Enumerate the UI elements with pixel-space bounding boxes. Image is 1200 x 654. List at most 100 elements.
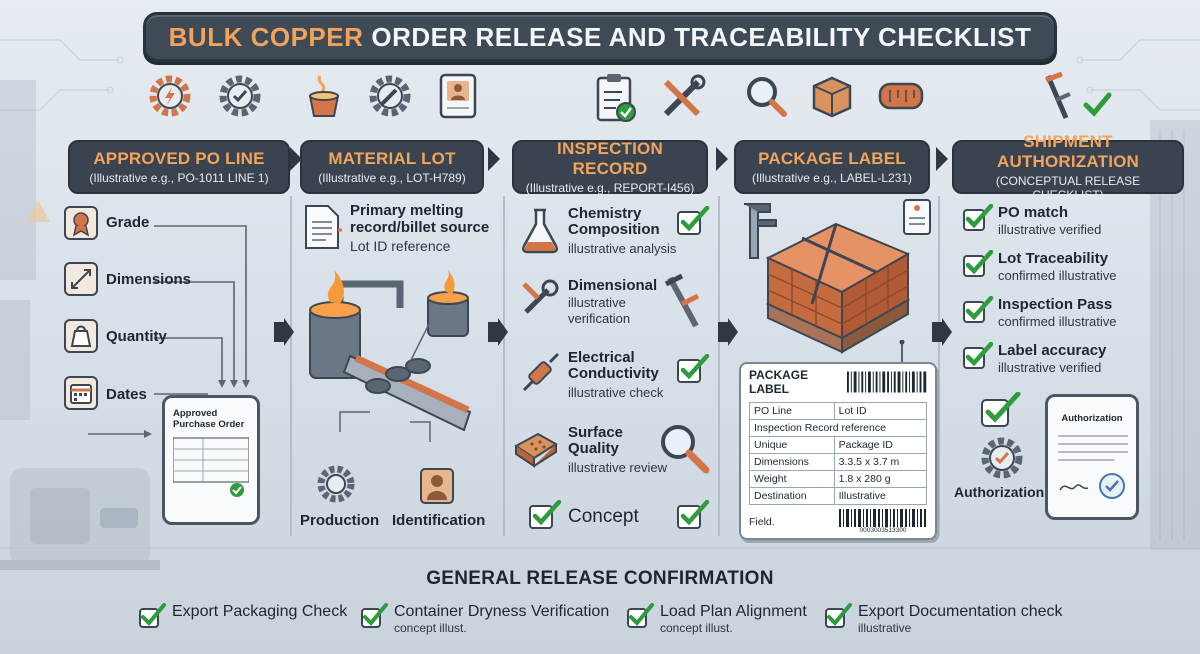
title-main: ORDER RELEASE AND TRACEABILITY CHECKLIST [371, 21, 1032, 52]
flow-arrow-icon [488, 318, 508, 346]
inspection-item-sub: illustrative verification [568, 295, 631, 326]
barcode-icon [839, 509, 926, 527]
dimensions-icon [64, 262, 98, 296]
label-row: Inspection Record reference [749, 419, 927, 437]
po-item-dates: Dates [106, 386, 147, 403]
checkbox-checked-icon [677, 354, 710, 383]
column-header-inspection-record: INSPECTION RECORD (Illustrative e.g., RE… [512, 139, 708, 195]
label-row: Unique Package ID [749, 436, 928, 454]
page-title: BULK COPPER ORDER RELEASE AND TRACEABILI… [143, 12, 1057, 62]
title-accent: BULK COPPER [168, 21, 364, 52]
header-title: MATERIAL LOT [328, 149, 456, 168]
flow-arrow-icon [274, 318, 294, 346]
calendar-icon [64, 376, 98, 410]
po-item-quantity: Quantity [106, 328, 167, 345]
caliper-icon [1045, 71, 1071, 119]
flow-arrow-icon [718, 318, 738, 346]
general-item: Export Packaging Check [138, 603, 347, 629]
package-label-card: PACKAGE LABEL PO Line Lot ID Inspection … [739, 362, 937, 540]
gear-icon [317, 465, 355, 503]
authorization-document: Authorization [1045, 394, 1139, 520]
label-row: Weight 1.8 x 280 g [749, 470, 928, 488]
header-title: INSPECTION RECORD [557, 139, 663, 178]
identification-person-icon [420, 468, 454, 504]
tape-measure-icon [878, 82, 924, 110]
general-item-sub: illustrative [858, 621, 912, 635]
checkbox-checked-icon [677, 206, 710, 235]
checkbox-checked-icon [963, 342, 994, 369]
flow-arrow-icon [488, 147, 500, 171]
shipment-item-title: Lot Traceability [998, 250, 1109, 267]
general-item-title: Load Plan Alignment [660, 603, 807, 620]
checkbox-checked-icon [963, 296, 994, 323]
header-subtitle: (Illustrative e.g., REPORT-I456) [525, 181, 695, 195]
shipment-item-title: Inspection Pass [998, 296, 1113, 313]
package-label-title: PACKAGE LABEL [749, 368, 809, 396]
shipment-item-title: Label accuracy [998, 342, 1107, 359]
header-subtitle: (Illustrative e.g., PO-1011 LINE 1) [89, 171, 269, 185]
tools-crossed-icon [663, 74, 706, 117]
tag-label-icon [903, 199, 931, 235]
barcode-icon [846, 371, 927, 393]
column-header-shipment-authorization: SHIPMENT AUTHORIZATION (CONCEPTUAL RELEA… [952, 132, 1184, 202]
inspection-item-title: Chemistry Composition [568, 205, 660, 238]
connector-lines [88, 225, 250, 438]
column-header-package-label: PACKAGE LABEL (Illustrative e.g., LABEL-… [734, 140, 930, 194]
general-item-sub: concept illust. [660, 621, 733, 635]
general-item: Load Plan Alignment concept illust. [626, 603, 807, 635]
ribbon-badge-icon [64, 206, 98, 240]
column-header-po-line: APPROVED PO LINE (Illustrative e.g., PO-… [68, 140, 290, 194]
caliper-icon [744, 203, 777, 259]
gear-bolt-icon [149, 75, 191, 117]
label-cell: Inspection Record reference [749, 419, 927, 437]
po-doc-title-line1: Approved [173, 408, 218, 419]
general-release-title: GENERAL RELEASE CONFIRMATION [426, 568, 774, 589]
column-divider [290, 196, 292, 536]
checkbox-checked-icon [627, 603, 654, 628]
material-production-label: Production [300, 512, 380, 529]
inspection-concept-label: Concept [568, 506, 639, 527]
label-cell: Lot ID [833, 402, 928, 420]
po-item-dimensions: Dimensions [106, 271, 192, 288]
checkbox-checked-icon [139, 603, 166, 628]
column-divider [938, 196, 940, 536]
magnifier-icon [661, 425, 710, 474]
po-doc-table-lines [172, 437, 250, 497]
shipment-item-sub: confirmed illustrative [998, 314, 1117, 329]
label-connector-line [899, 340, 905, 362]
document-icon [305, 205, 342, 249]
barcode-number: 0003003513300 [859, 527, 907, 534]
column-header-material-lot: MATERIAL LOT (Illustrative e.g., LOT-H78… [300, 140, 484, 194]
gear-wrench-icon [369, 75, 411, 117]
material-source-sub: Lot ID reference [350, 238, 451, 254]
magnifier-icon [747, 77, 787, 117]
general-item: Export Documentation check illustrative [824, 603, 1063, 635]
general-item-sub: concept illust. [394, 621, 467, 635]
header-title: APPROVED PO LINE [93, 149, 265, 168]
general-item-title: Export Packaging Check [172, 603, 348, 620]
label-cell: 1.8 x 280 g [833, 470, 928, 488]
column-divider [718, 196, 720, 536]
material-identification-label: Identification [392, 512, 486, 529]
label-cell: PO Line [749, 402, 835, 420]
header-title: SHIPMENT AUTHORIZATION [996, 132, 1140, 171]
inspection-item-title: Dimensional [568, 277, 658, 294]
gear-check-icon [981, 437, 1023, 479]
column-divider [503, 196, 505, 536]
general-item: Container Dryness Verification concept i… [360, 603, 609, 635]
flow-arrow-icon [716, 147, 728, 171]
foundry-casting-illustration [309, 270, 472, 442]
probe-icon [522, 352, 560, 392]
shipment-item-sub: illustrative verified [998, 222, 1102, 237]
authorization-label: Authorization [954, 484, 1045, 500]
authorization-doc-title: Authorization [1061, 413, 1123, 424]
flow-arrow-icon [936, 147, 948, 171]
id-card-icon [439, 73, 477, 119]
flow-arrow-icon [932, 318, 952, 346]
checkbox-checked-icon [963, 204, 994, 231]
label-cell: Unique [749, 436, 835, 454]
copper-pallet-illustration [765, 222, 911, 354]
caliper-icon [664, 273, 700, 328]
checkbox-checked-icon [361, 603, 388, 628]
weight-bag-icon [64, 319, 98, 353]
